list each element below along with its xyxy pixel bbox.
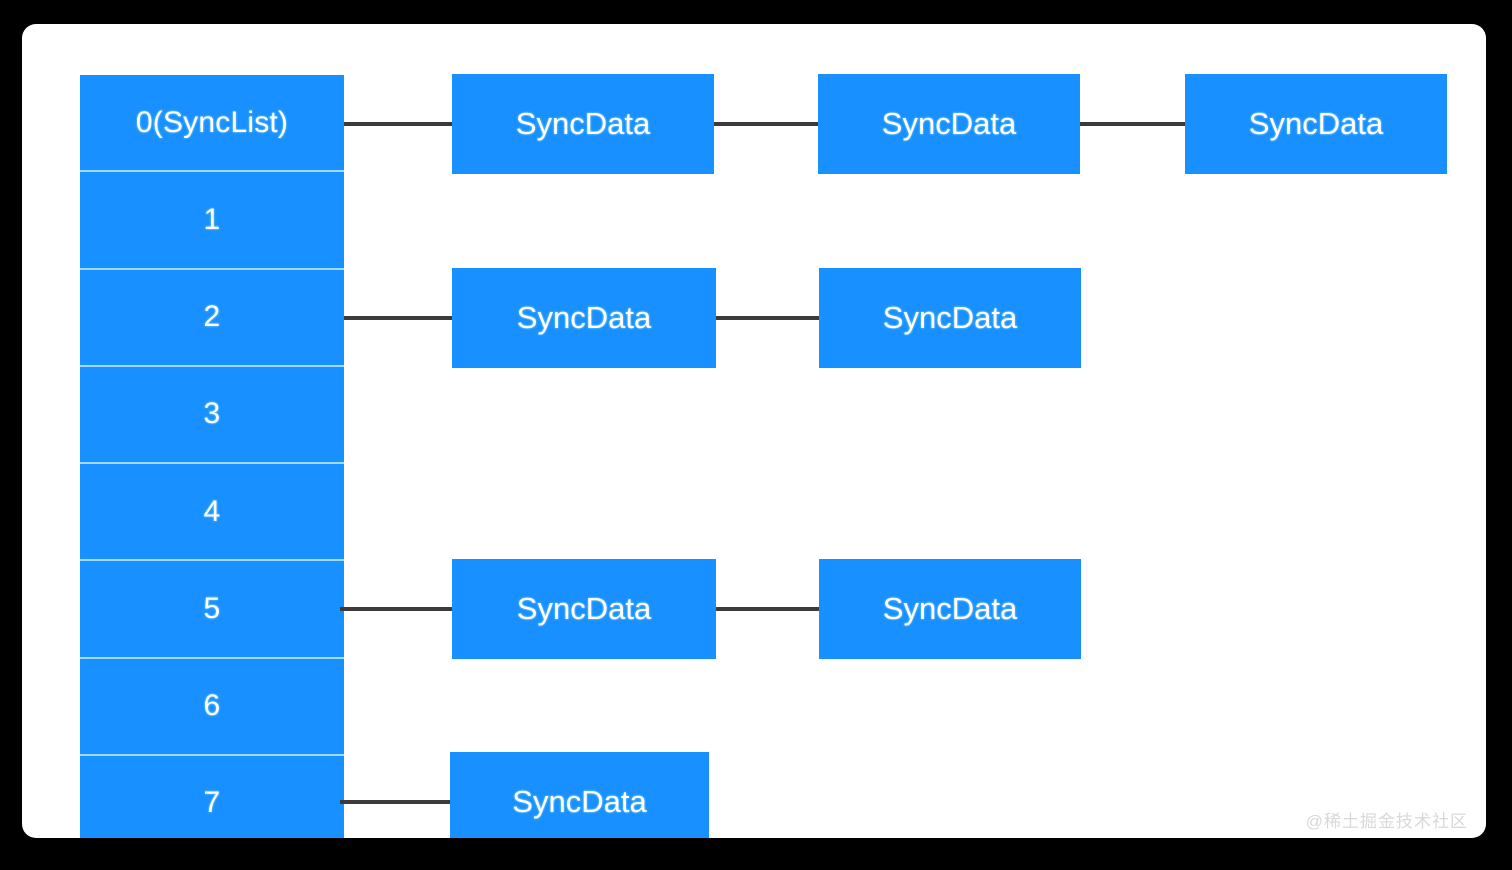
bucket-array-column: 0(SyncList) 1 2 3 4 5 6 7 [80,75,344,838]
bucket-cell-3[interactable]: 3 [80,366,344,464]
syncdata-node-label: SyncData [881,106,1017,141]
syncdata-node-5-0[interactable]: SyncData [452,559,716,659]
syncdata-node-label: SyncData [882,591,1018,626]
syncdata-node-label: SyncData [1248,106,1384,141]
syncdata-node-label: SyncData [516,591,652,626]
bucket-cell-7[interactable]: 7 [80,755,344,838]
bucket-cell-5[interactable]: 5 [80,561,344,659]
bucket-cell-label: 5 [203,591,221,625]
bucket-cell-label: 6 [203,689,221,723]
syncdata-node-7-0[interactable]: SyncData [450,752,709,838]
bucket-cell-label: 4 [203,494,221,528]
chain-link-0-2 [1080,122,1185,126]
bucket-cell-0[interactable]: 0(SyncList) [80,75,344,173]
syncdata-node-label: SyncData [512,784,647,819]
syncdata-node-0-2[interactable]: SyncData [1185,74,1447,174]
watermark: @稀土掘金技术社区 [1305,812,1468,831]
chain-link-7-0 [340,800,450,804]
syncdata-node-label: SyncData [515,106,651,141]
syncdata-node-2-1[interactable]: SyncData [819,268,1081,368]
chain-link-2-1 [716,316,819,320]
bucket-cell-label: 7 [203,786,221,820]
syncdata-node-2-0[interactable]: SyncData [452,268,716,368]
chain-link-5-1 [716,607,819,611]
syncdata-node-5-1[interactable]: SyncData [819,559,1081,659]
syncdata-node-label: SyncData [882,300,1018,335]
bucket-cell-label: 0(SyncList) [135,105,289,139]
bucket-cell-label: 3 [203,397,221,431]
chain-link-2-0 [344,316,452,320]
bucket-cell-label: 1 [203,202,221,236]
bucket-cell-4[interactable]: 4 [80,464,344,562]
chain-link-0-1 [714,122,818,126]
bucket-cell-1[interactable]: 1 [80,172,344,270]
chain-link-0-0 [344,122,452,126]
syncdata-node-label: SyncData [516,300,652,335]
chain-link-5-0 [340,607,452,611]
syncdata-node-0-0[interactable]: SyncData [452,74,714,174]
bucket-cell-6[interactable]: 6 [80,658,344,756]
syncdata-node-0-1[interactable]: SyncData [818,74,1080,174]
bucket-cell-2[interactable]: 2 [80,269,344,367]
bucket-cell-label: 2 [203,300,221,334]
